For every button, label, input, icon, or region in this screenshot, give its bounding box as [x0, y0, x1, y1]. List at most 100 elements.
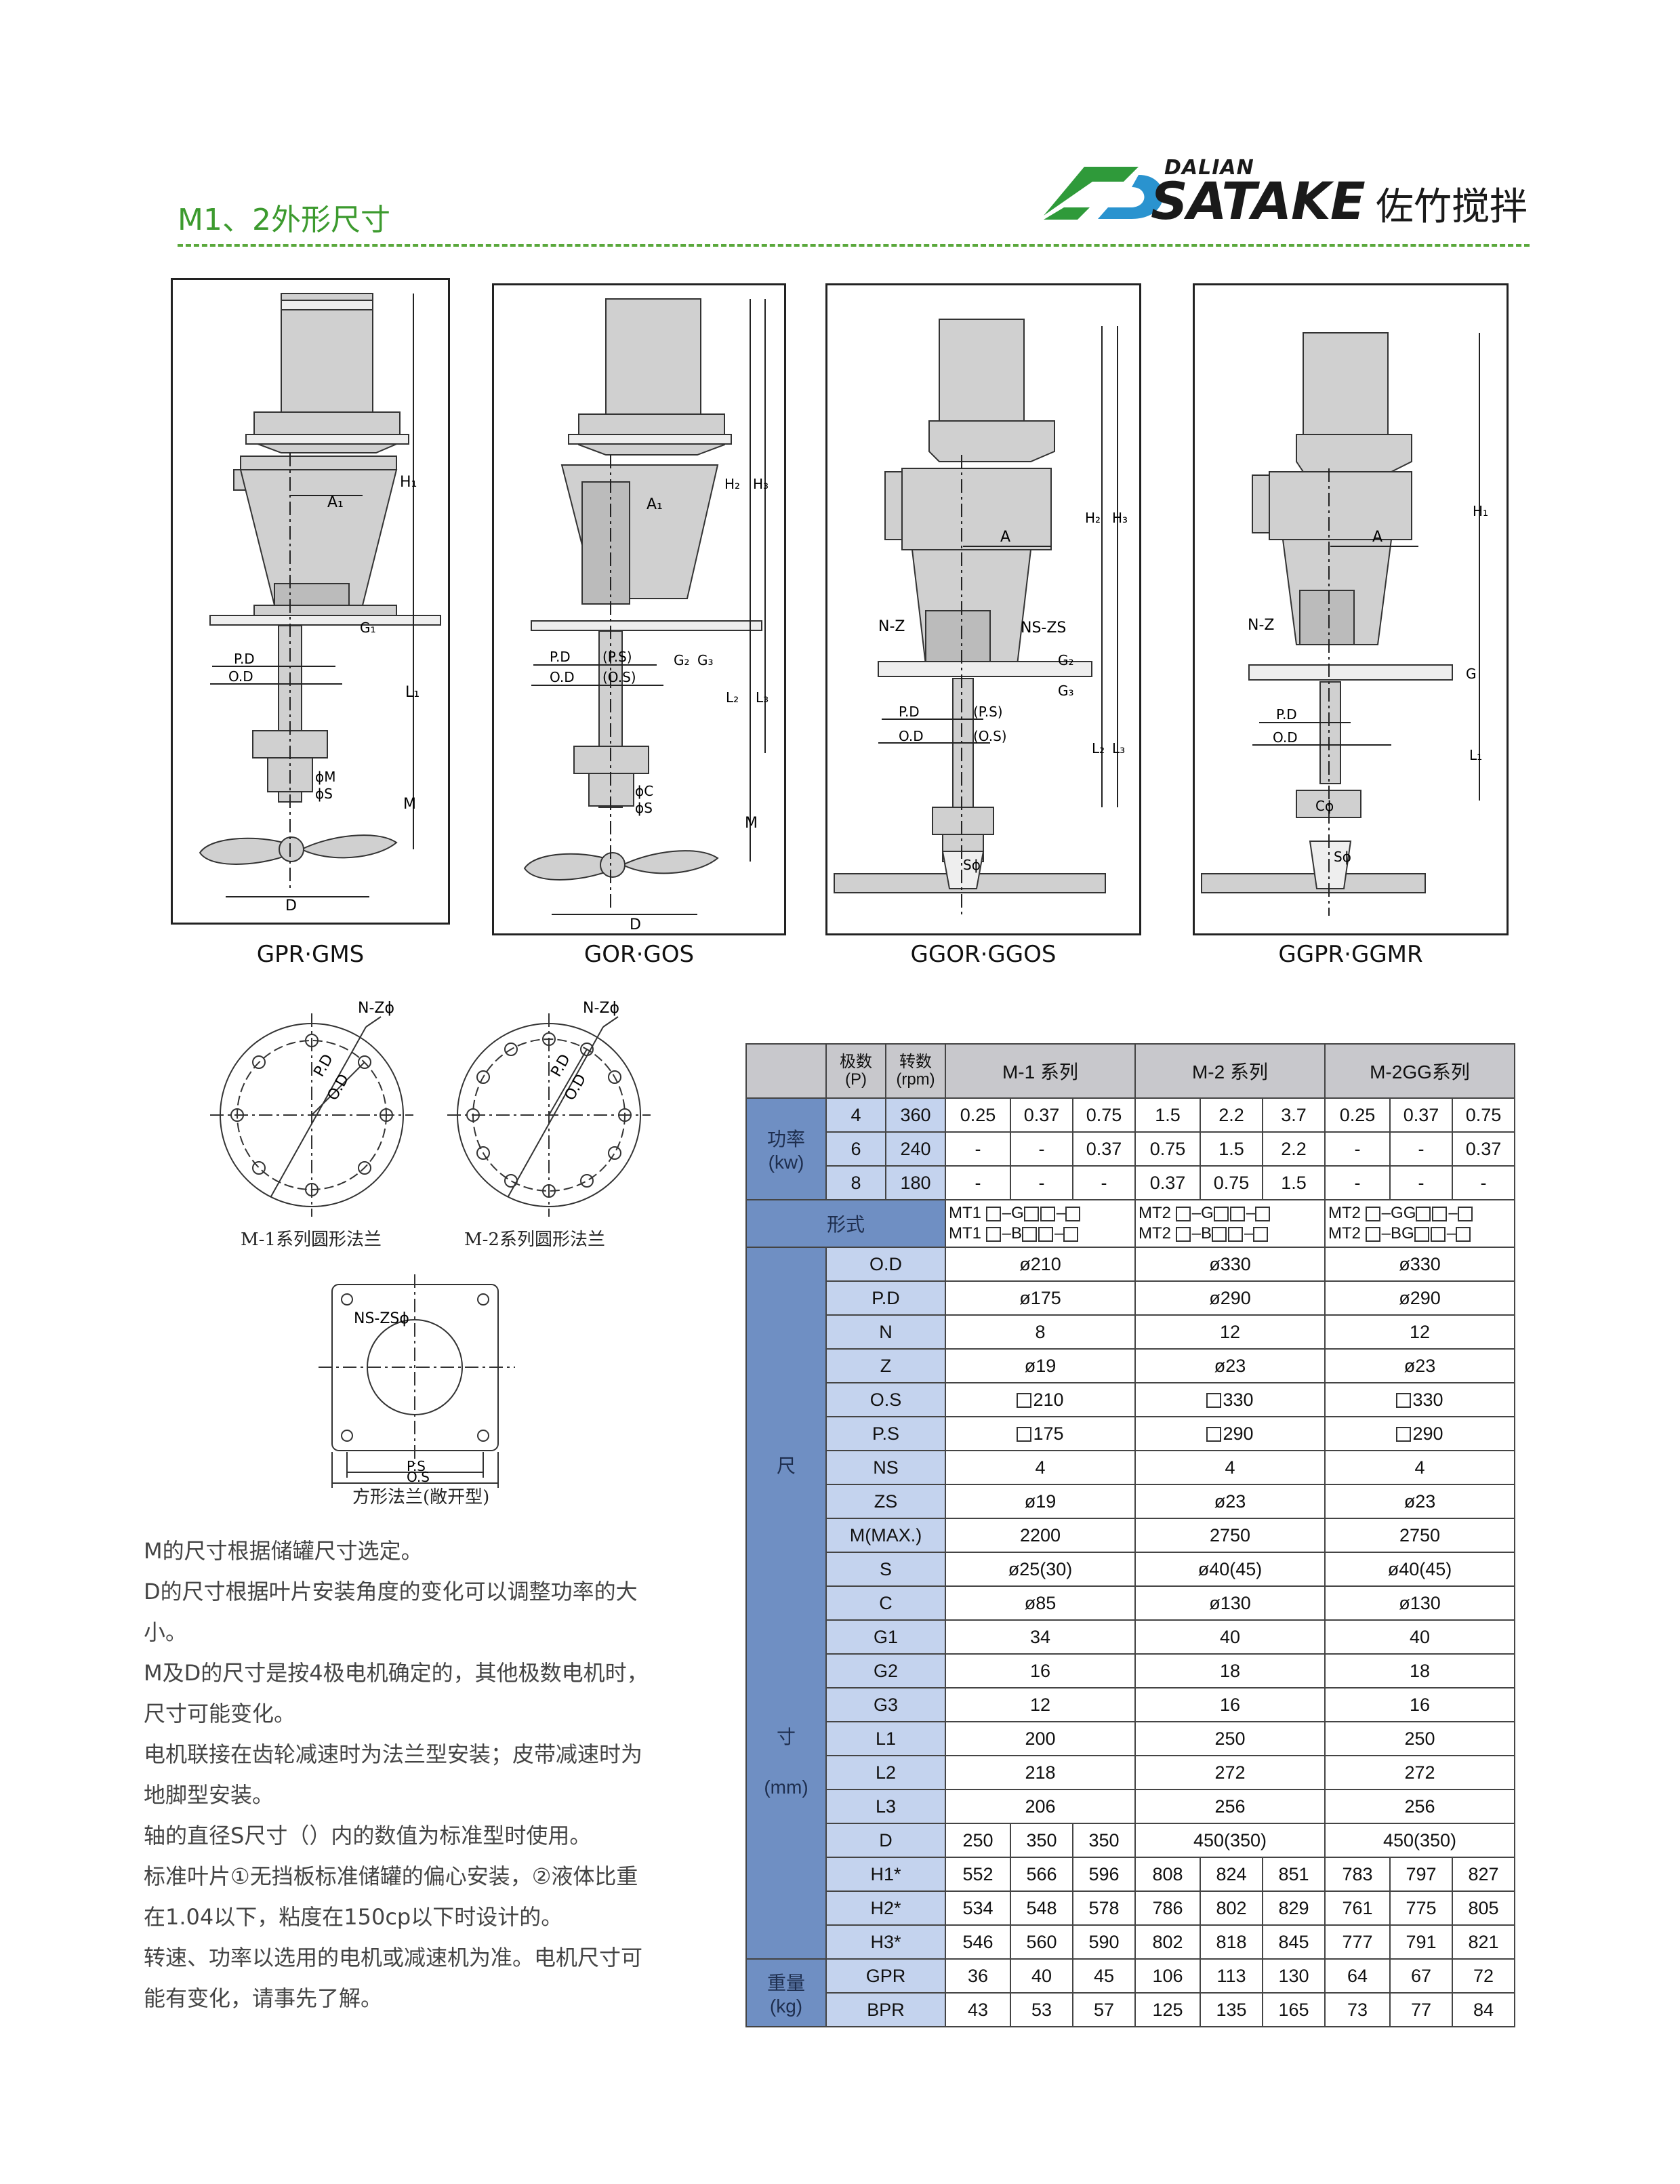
- pole-cell: 8: [825, 1165, 886, 1200]
- label-a: A: [1372, 529, 1382, 546]
- dimension-value: 350: [1072, 1823, 1136, 1858]
- dimension-value: ø130: [1324, 1585, 1515, 1621]
- square-icon: [1396, 1427, 1412, 1442]
- dimension-value: ø210: [945, 1247, 1136, 1282]
- dimension-name: L1: [825, 1721, 946, 1756]
- agitator-drawing-3: H₂ H₃ A N-Z NS-ZS G₂ G₃ L₂ L₃ P.D (P.S) …: [834, 319, 1128, 916]
- rpm-cell: 240: [885, 1131, 946, 1167]
- height-value: 829: [1262, 1890, 1326, 1926]
- satake-logo-icon: [1044, 167, 1164, 220]
- dimension-value: ø23: [1324, 1348, 1515, 1383]
- dimension-name: ZS: [825, 1484, 946, 1519]
- dimension-value: 40: [1134, 1619, 1326, 1655]
- dimension-value: 350: [1010, 1823, 1073, 1858]
- dimension-value: 4: [1134, 1450, 1326, 1485]
- label-nz: N-Z: [878, 618, 905, 635]
- power-value: -: [945, 1131, 1011, 1167]
- power-value: 2.2: [1262, 1131, 1326, 1167]
- weight-value: 67: [1389, 1958, 1453, 1994]
- form-m1: MT1 –G– MT1 –B–: [945, 1199, 1136, 1248]
- power-value: -: [1324, 1165, 1391, 1200]
- label-nszs: NS-ZSϕ: [354, 1310, 409, 1327]
- dimension-value: ø175: [945, 1280, 1136, 1316]
- label-h1: H₁: [1473, 503, 1488, 519]
- dimension-value: 34: [945, 1619, 1136, 1655]
- label-phic: ϕC: [635, 783, 653, 799]
- header-divider: [178, 244, 1530, 247]
- label-pd: P.D: [311, 1051, 337, 1080]
- weight-value: 113: [1200, 1958, 1263, 1994]
- height-value: 805: [1452, 1890, 1515, 1926]
- note-line: 小。: [144, 1619, 188, 1645]
- label-nz: N-Zϕ: [358, 1000, 394, 1017]
- height-value: 821: [1452, 1924, 1515, 1960]
- form-m2gg: MT2 –GG– MT2 –BG–: [1324, 1199, 1515, 1248]
- dimension-name: L2: [825, 1755, 946, 1790]
- dimension-value: 16: [945, 1653, 1136, 1688]
- height-value: 808: [1134, 1857, 1201, 1892]
- dimension-value: 4: [945, 1450, 1136, 1485]
- drawing-ggpr-ggmr: H₁ A N-Z G L₁ P.D O.D Cϕ Sϕ: [1193, 283, 1509, 935]
- height-value: 786: [1134, 1890, 1201, 1926]
- note-line: M的尺寸根据储罐尺寸选定。: [144, 1538, 423, 1564]
- height-value: 802: [1134, 1924, 1201, 1960]
- power-value: -: [1389, 1165, 1453, 1200]
- agitator-drawing-2: H₂ H₃ A₁ G₂ G₃ L₂ L₃ P.D (P.S) O.D (O.S)…: [523, 298, 769, 933]
- height-value: 578: [1072, 1890, 1136, 1926]
- dimension-value: ø23: [1134, 1348, 1326, 1383]
- power-label: 功率(kw): [745, 1097, 827, 1200]
- height-value: 596: [1072, 1857, 1136, 1892]
- weight-value: 53: [1010, 1992, 1073, 2027]
- power-value: 1.5: [1134, 1097, 1201, 1133]
- dimension-value: ø40(45): [1134, 1552, 1326, 1587]
- power-value: 1.5: [1262, 1165, 1326, 1200]
- dimension-name: P.S: [825, 1416, 946, 1451]
- dimension-value: ø23: [1324, 1484, 1515, 1519]
- label-h1: H₁: [400, 474, 417, 491]
- height-value: 791: [1389, 1924, 1453, 1960]
- m2-flange-caption: M-2系列圆形法兰: [464, 1230, 605, 1250]
- note-line: 标准叶片①无挡板标准储罐的偏心安装，②液体比重: [144, 1863, 638, 1889]
- dimension-value: 8: [945, 1314, 1136, 1350]
- square-icon: [1206, 1393, 1222, 1409]
- weight-label: 重量(kg): [745, 1958, 827, 2027]
- height-value: 802: [1200, 1890, 1263, 1926]
- label-d: D: [285, 897, 297, 914]
- square-flange-caption: 方形法兰(敞开型): [352, 1487, 490, 1508]
- dimension-value: ø19: [945, 1348, 1136, 1383]
- label-pd: P.D: [550, 649, 571, 665]
- dimension-value: ø290: [1324, 1280, 1515, 1316]
- height-value: 761: [1324, 1890, 1391, 1926]
- power-value: 0.37: [1072, 1131, 1136, 1167]
- agitator-drawing-4: H₁ A N-Z G L₁ P.D O.D Cϕ Sϕ: [1201, 332, 1488, 916]
- caption-gpr-gms: GPR·GMS: [256, 941, 365, 968]
- dimension-name: C: [825, 1585, 946, 1621]
- label-pd: P.D: [1276, 706, 1297, 723]
- label-s: Sϕ: [963, 857, 981, 873]
- note-line: 地脚型安装。: [144, 1782, 274, 1808]
- weight-value: 125: [1134, 1992, 1201, 2027]
- weight-value: 64: [1324, 1958, 1391, 1994]
- label-h3: H₃: [753, 476, 769, 492]
- label-pd: P.D: [234, 651, 255, 667]
- label-pd: P.D: [548, 1051, 575, 1080]
- height-value: 775: [1389, 1890, 1453, 1926]
- dimension-value: 18: [1134, 1653, 1326, 1688]
- height-value: 851: [1262, 1857, 1326, 1892]
- dimension-value: ø40(45): [1324, 1552, 1515, 1587]
- weight-value: 43: [945, 1992, 1011, 2027]
- label-l1: L₁: [1469, 747, 1482, 763]
- m1-flange-caption: M-1系列圆形法兰: [241, 1230, 382, 1250]
- pole-cell: 4: [825, 1097, 886, 1133]
